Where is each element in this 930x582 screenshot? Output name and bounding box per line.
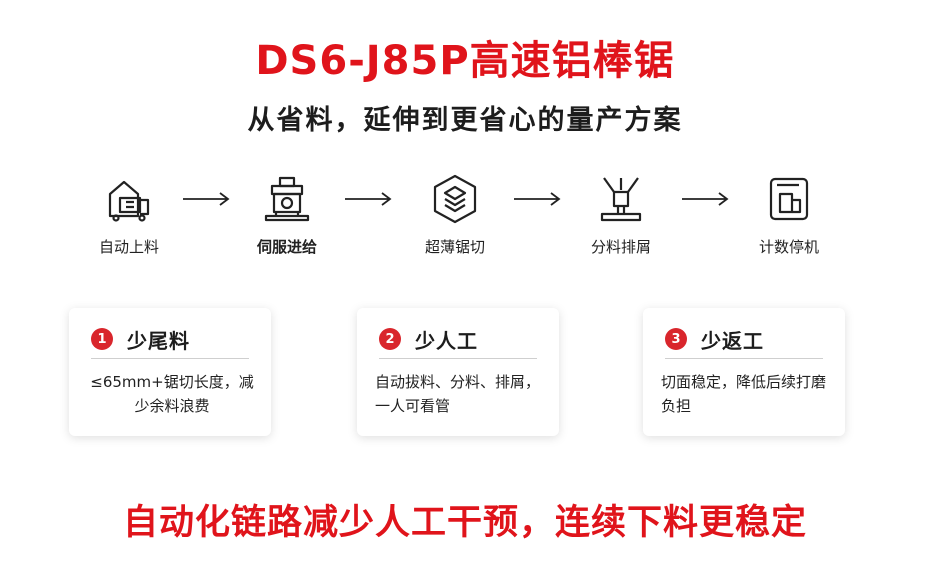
flow-step-sorting: 分料排屑 bbox=[561, 172, 681, 257]
divider bbox=[379, 358, 537, 359]
flow-step-label: 计数停机 bbox=[758, 238, 819, 256]
flow-step-count-stop: 计数停机 bbox=[729, 172, 849, 257]
arrow-right-icon bbox=[183, 192, 230, 206]
card-header: 2 少人工 bbox=[379, 324, 478, 354]
process-flow: 自动上料 伺服进给 bbox=[0, 172, 930, 272]
flow-step-label: 伺服进给 bbox=[256, 238, 317, 256]
benefit-card-less-labor: 2 少人工 自动拔料、分料、排屑，一人可看管 bbox=[357, 308, 559, 436]
card-header: 3 少返工 bbox=[665, 324, 764, 354]
flow-step-thin-cut: 超薄锯切 bbox=[395, 172, 515, 257]
flow-step-auto-feed: 自动上料 bbox=[69, 172, 189, 257]
page-subtitle: 从省料，延伸到更省心的量产方案 bbox=[247, 105, 683, 136]
benefit-card-less-waste: 1 少尾料 ≤65mm+锯切长度，减少余料浪费 bbox=[69, 308, 271, 436]
number-badge: 1 bbox=[91, 328, 113, 350]
arrow-right-icon bbox=[345, 192, 392, 206]
sorting-chip-removal-icon bbox=[600, 177, 642, 222]
arrow-right-icon bbox=[682, 192, 729, 206]
card-body: ≤65mm+锯切长度，减少余料浪费 bbox=[90, 373, 254, 415]
divider bbox=[91, 358, 249, 359]
page-title: DS6-J85P高速铝棒锯 bbox=[255, 38, 675, 84]
flow-step-label: 超薄锯切 bbox=[424, 238, 485, 256]
card-body: 切面稳定，降低后续打磨负担 bbox=[661, 373, 827, 415]
servo-feed-icon bbox=[264, 176, 310, 222]
card-title: 少人工 bbox=[415, 328, 478, 353]
divider bbox=[665, 358, 823, 359]
flow-step-label: 分料排屑 bbox=[590, 238, 651, 256]
bottom-slogan: 自动化链路减少人工干预，连续下料更稳定 bbox=[122, 503, 807, 543]
flow-step-label: 自动上料 bbox=[98, 238, 159, 256]
count-stop-icon bbox=[769, 177, 809, 221]
auto-feed-icon bbox=[108, 180, 150, 222]
benefit-card-less-rework: 3 少返工 切面稳定，降低后续打磨负担 bbox=[643, 308, 845, 436]
arrow-right-icon bbox=[514, 192, 561, 206]
card-title: 少尾料 bbox=[127, 328, 190, 353]
card-header: 1 少尾料 bbox=[91, 324, 190, 354]
number-badge: 2 bbox=[379, 328, 401, 350]
card-body: 自动拔料、分料、排屑，一人可看管 bbox=[375, 373, 541, 415]
card-title: 少返工 bbox=[701, 328, 764, 353]
number-badge: 3 bbox=[665, 328, 687, 350]
thin-cut-icon bbox=[433, 174, 477, 224]
flow-step-servo-feed: 伺服进给 bbox=[227, 172, 347, 257]
